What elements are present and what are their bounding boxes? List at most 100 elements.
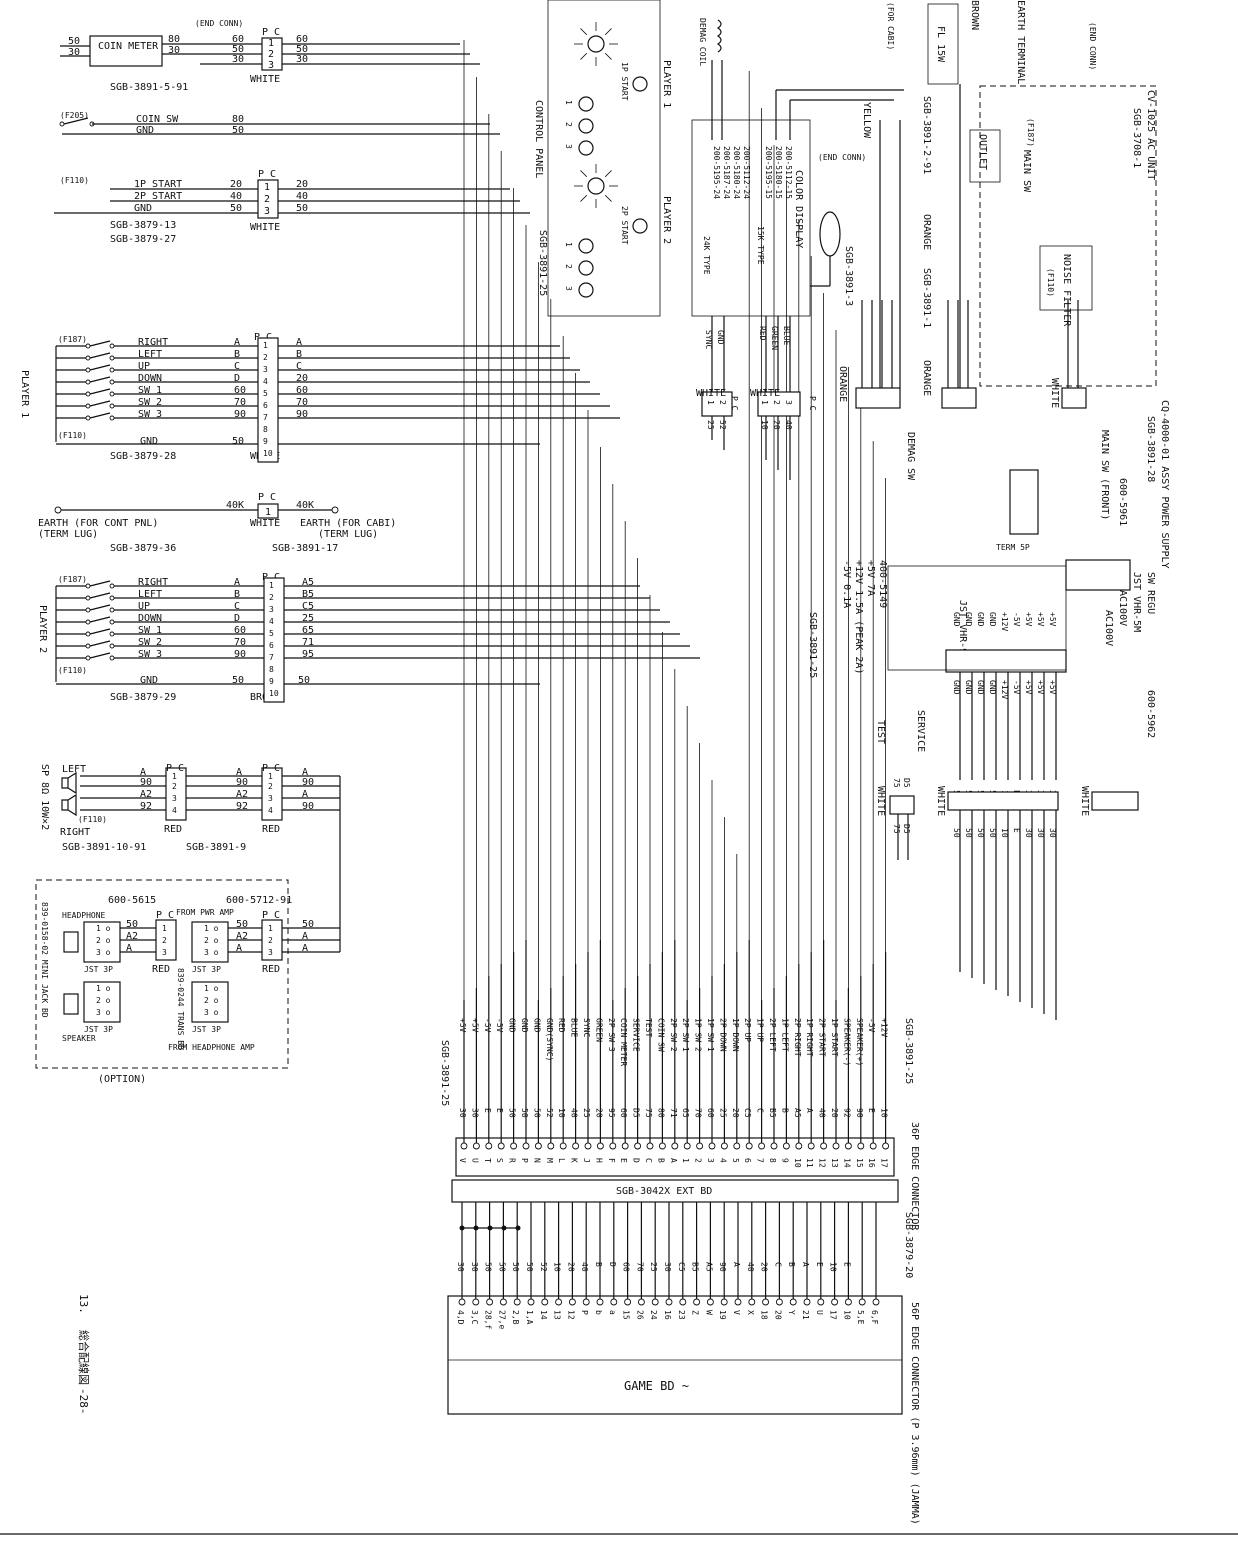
edge36-pin-21: 3 bbox=[706, 1158, 715, 1163]
player2-wire-right-6: 71 bbox=[302, 637, 314, 648]
player2-switch-contact bbox=[109, 583, 115, 589]
player2-switch-blade bbox=[89, 652, 111, 659]
edge36-wire-22: 25 bbox=[718, 1108, 727, 1118]
speaker-wire-c-1: A bbox=[302, 767, 308, 778]
edge56-pin-18: Z bbox=[691, 1310, 700, 1315]
edge56-pin-31: 6,F bbox=[870, 1310, 879, 1325]
coin-wire-right-2: 50 bbox=[296, 44, 308, 55]
power-out-wire-lower-8: 50 bbox=[964, 828, 973, 838]
player2-label-3: UP bbox=[138, 601, 150, 612]
edge56-pin-contact bbox=[624, 1298, 632, 1306]
power-jst-vhr5: JST VHR-5M bbox=[1131, 572, 1142, 632]
player1-switch-blade bbox=[89, 388, 111, 395]
player2-switch-contact bbox=[85, 583, 91, 589]
edge56-pin-21: V bbox=[732, 1310, 741, 1315]
edge36-wire-21: 60 bbox=[706, 1108, 715, 1118]
edge56-pin-contact bbox=[789, 1298, 797, 1306]
power-out-label-lower-5: +12V bbox=[1000, 680, 1009, 699]
edge36-signal-10: BLUE bbox=[570, 1018, 579, 1037]
power-out-label-8: GND bbox=[964, 612, 973, 627]
edge36-wire-5: 50 bbox=[508, 1108, 517, 1118]
player2-switch-contact bbox=[85, 631, 91, 637]
player2-switch-blade bbox=[89, 604, 111, 611]
player2-pin-3: 3 bbox=[269, 605, 274, 614]
edge36-pin-20: 2 bbox=[694, 1158, 703, 1163]
player-button-label-1: 1 bbox=[564, 100, 573, 105]
lamp-ray bbox=[580, 52, 588, 60]
edge36-pin-15: D bbox=[632, 1158, 641, 1163]
coin-sw-gnd: GND bbox=[136, 125, 154, 136]
display-rgb-pin-3: 3 bbox=[784, 400, 793, 405]
display-rgb-pin-1: 1 bbox=[760, 400, 769, 405]
option-frame bbox=[35, 879, 289, 1069]
earth-part-2: SGB-3891-17 bbox=[272, 543, 338, 554]
option-pc-2: P C bbox=[262, 910, 280, 921]
power-white-2: WHITE bbox=[935, 786, 946, 816]
demag-coil-icon bbox=[716, 19, 722, 53]
edge36-pin-contact bbox=[534, 1142, 542, 1150]
edge56-pin-contact bbox=[665, 1298, 673, 1306]
edge36-wire-20: 70 bbox=[694, 1108, 703, 1118]
edge36-wire-28: A5 bbox=[793, 1108, 802, 1118]
player2-gnd-wire: 50 bbox=[232, 675, 244, 686]
edge56-pin-17: 23 bbox=[677, 1310, 686, 1320]
edge36-wire-35: 10 bbox=[880, 1108, 889, 1118]
speaker-wire-b-2: 90 bbox=[236, 777, 248, 788]
speaker-wire-c-4: 90 bbox=[302, 801, 314, 812]
edge36-signal-17: COIN SW bbox=[656, 1018, 665, 1052]
player-button-icon bbox=[578, 140, 594, 156]
option-board-a: 600-5615 bbox=[108, 895, 156, 906]
start-connector bbox=[257, 179, 279, 219]
player2-wire-right-3: C5 bbox=[302, 601, 314, 612]
page-number: -28- bbox=[77, 1388, 90, 1415]
edge56-wire-21: A bbox=[732, 1262, 741, 1267]
coin-meter-wire-a: 50 bbox=[68, 36, 80, 47]
edge56-title: 56P EDGE CONNECTOR (P 3.96mm) (JAMMA) bbox=[909, 1302, 920, 1525]
option-label: (OPTION) bbox=[98, 1074, 146, 1085]
edge56-wire-10: 40 bbox=[580, 1262, 589, 1272]
edge56-pin-1: 4,D bbox=[456, 1310, 465, 1325]
coin-end-conn: (END CONN) bbox=[195, 19, 243, 28]
speaker-pin-3: 3 bbox=[172, 794, 177, 803]
edge36-pin-contact bbox=[807, 1142, 815, 1150]
start-buttons-block: (F110) 1P START 2P START GND 20 40 50 1 … bbox=[54, 169, 530, 245]
display-rgb-wire-2: 20 bbox=[772, 420, 781, 430]
power-out-label-4: -5V bbox=[1012, 612, 1021, 627]
ext-bd bbox=[451, 1179, 899, 1203]
lamp-ray bbox=[604, 52, 612, 60]
edge36-pin-34: 16 bbox=[867, 1158, 876, 1168]
player1-switch-contact bbox=[85, 343, 91, 349]
speaker-pin-4: 4 bbox=[268, 806, 273, 815]
start-ref: (F110) bbox=[60, 176, 89, 185]
player1-pin-6: 6 bbox=[263, 401, 268, 410]
edge36-pin-contact bbox=[634, 1142, 642, 1150]
power-out-label-1: +5V bbox=[1048, 612, 1057, 627]
option-pin-1: 1 bbox=[162, 924, 167, 933]
edge36-pin-contact bbox=[782, 1142, 790, 1150]
edge56-wire-13: 60 bbox=[622, 1262, 631, 1272]
edge56-pin-2: 3,C bbox=[470, 1310, 479, 1325]
player-button-label-1: 1 bbox=[564, 242, 573, 247]
player2-switch-contact bbox=[85, 619, 91, 625]
edge36-title: 36P EDGE CONNECTOR bbox=[909, 1122, 920, 1231]
edge36-pin-contact bbox=[857, 1142, 865, 1150]
display-rgb-pin-2: 2 bbox=[772, 400, 781, 405]
edge56-wire-8: 10 bbox=[553, 1262, 562, 1272]
page-title-block: 13. 総合配線図 -28- bbox=[77, 1294, 91, 1415]
display-sync-label-2: GND bbox=[716, 330, 725, 345]
player1-side-label: PLAYER 1 bbox=[19, 370, 30, 418]
edge36-pin-27: 9 bbox=[780, 1158, 789, 1163]
edge36-signal-23: 1P DOWN bbox=[731, 1018, 740, 1052]
edge36-pin-14: E bbox=[619, 1158, 628, 1163]
edge36-wire-29: A bbox=[805, 1108, 814, 1113]
start-pc-label: P C bbox=[258, 169, 276, 180]
power-out-label-7: GND bbox=[976, 612, 985, 627]
option-wire-1: 50 bbox=[126, 919, 138, 930]
speaker-wire-b-3: A2 bbox=[236, 789, 248, 800]
edge56-wire-3: 50 bbox=[484, 1262, 493, 1272]
earth-right-label: EARTH (FOR CABI) bbox=[300, 518, 396, 529]
edge36-pin-contact bbox=[584, 1142, 592, 1150]
option-wire-b-3: A bbox=[236, 943, 242, 954]
player1-switch-contact bbox=[85, 415, 91, 421]
